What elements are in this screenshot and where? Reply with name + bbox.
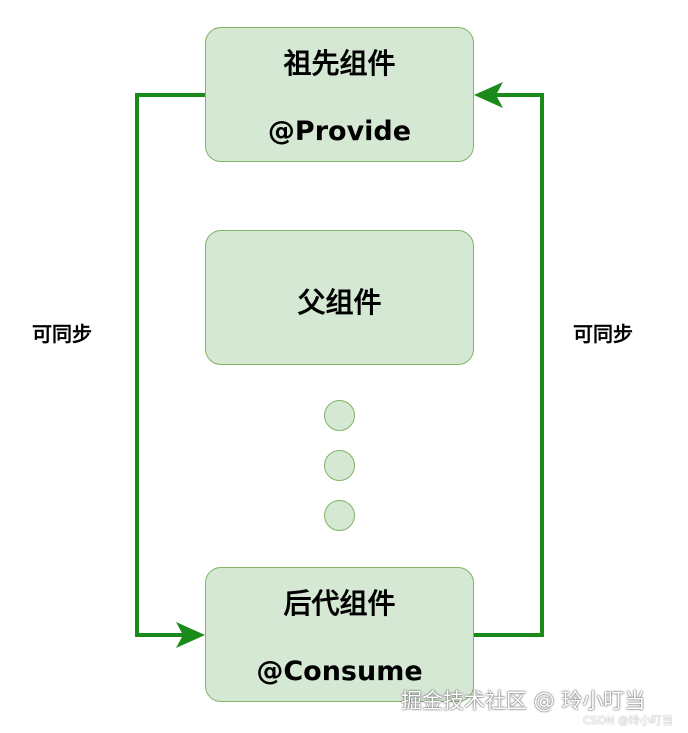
watermark-small: CSDN @玲小叮当 <box>583 714 673 727</box>
ancestor-title: 祖先组件 <box>283 47 396 80</box>
right-sync-arrowhead <box>474 82 503 108</box>
descendant-component-box: 后代组件 @Consume <box>205 567 474 702</box>
consume-decorator: @Consume <box>256 656 423 687</box>
left-sync-arrow-line <box>135 93 205 637</box>
parent-title: 父组件 <box>297 286 382 319</box>
left-sync-label: 可同步 <box>32 322 92 346</box>
descendant-title: 后代组件 <box>283 587 396 620</box>
right-sync-label: 可同步 <box>573 322 633 346</box>
ancestor-component-box: 祖先组件 @Provide <box>205 27 474 162</box>
ellipsis-dot <box>324 400 355 431</box>
right-sync-arrow-line <box>474 93 544 637</box>
parent-component-box: 父组件 <box>205 230 474 365</box>
provide-decorator: @Provide <box>267 116 412 147</box>
ellipsis-dot <box>324 450 355 481</box>
ellipsis-dot <box>324 500 355 531</box>
watermark-main: 掘金技术社区 @ 玲小叮当 <box>401 689 646 713</box>
left-sync-arrowhead <box>176 622 205 648</box>
